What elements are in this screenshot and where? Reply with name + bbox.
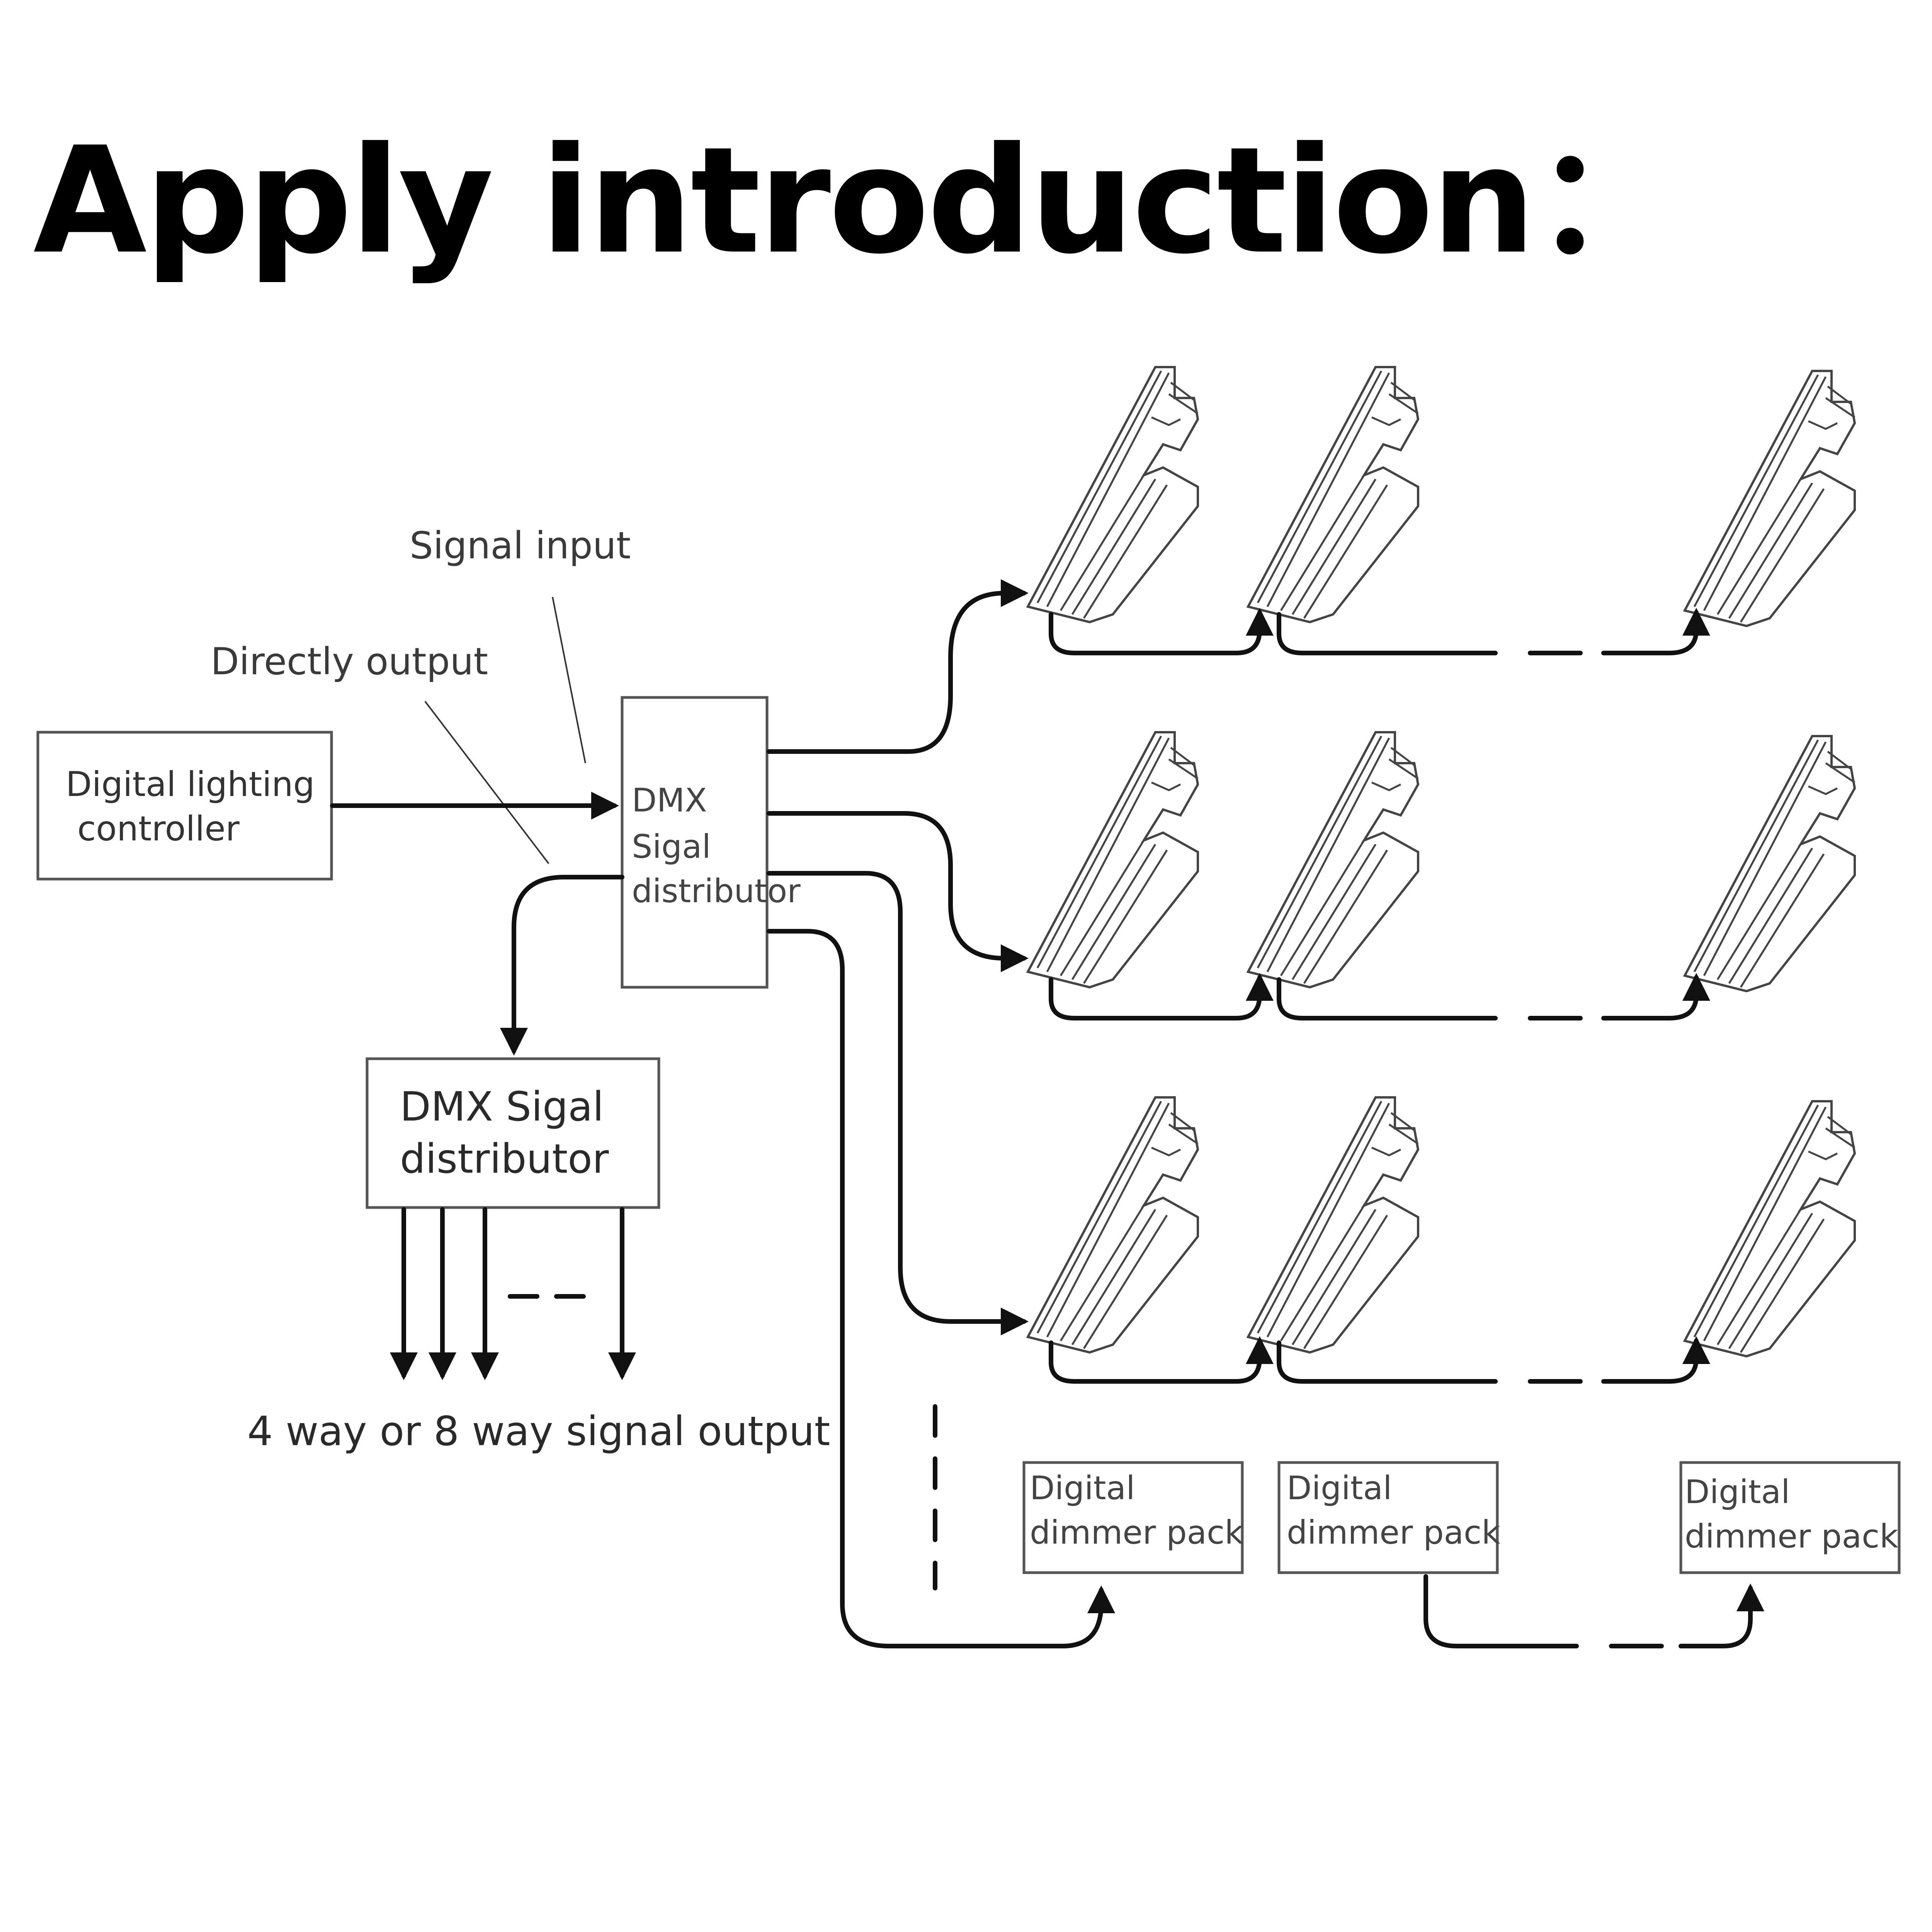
page-title: Apply introduction： — [33, 115, 1680, 286]
fixture-row-1 — [1028, 367, 1855, 655]
dimmer-feed-wire — [767, 929, 1115, 1648]
fixture-icon — [1028, 1097, 1198, 1352]
digital-lighting-controller: Digital lighting controller — [36, 731, 333, 881]
signal-input-leader — [552, 597, 586, 764]
secondary-dmx-distributor: DMX Sigal distributor — [366, 1057, 660, 1209]
directly-output-label: Directly output — [211, 640, 488, 683]
fixture-row-2 — [1028, 732, 1855, 1020]
dimmer-pack-label-line2: dimmer pack — [1287, 1514, 1500, 1551]
fixture-icon — [1248, 1097, 1418, 1352]
directly-output-leader — [424, 701, 549, 864]
dimmer-pack-label-line2: dimmer pack — [1030, 1514, 1243, 1551]
dimmer-pack-label-line1: Digital — [1287, 1469, 1392, 1507]
signal-output-label: 4 way or 8 way signal output — [247, 1408, 830, 1455]
controller-label-line1: Digital lighting — [66, 764, 315, 804]
dimmer-chain-wire — [1423, 1574, 1529, 1648]
row2-feed-wire — [767, 811, 1029, 972]
fixture-icon — [1028, 732, 1198, 987]
fixture-icon — [1685, 1101, 1855, 1356]
main-distributor-line2: Sigal — [632, 828, 711, 866]
main-distributor-line1: DMX — [632, 781, 707, 819]
row3-feed-wire — [767, 871, 1029, 1335]
fixture-icon — [1248, 732, 1418, 987]
signal-output-arrows — [390, 1207, 636, 1380]
dimmer-pack-label-line1: Digital — [1685, 1473, 1790, 1511]
dimmer-pack-3: Digital dimmer pack — [1679, 1461, 1901, 1574]
dimmer-pack-1: Digital dimmer pack — [1022, 1461, 1244, 1574]
fixture-icon — [1685, 371, 1855, 626]
sub-distributor-line2: distributor — [400, 1135, 609, 1182]
fixture-icon — [1248, 367, 1418, 622]
dimmer-pack-label-line2: dimmer pack — [1685, 1517, 1898, 1555]
sub-distributor-line1: DMX Sigal — [400, 1083, 604, 1130]
dimmer-pack-2: Digital dimmer pack — [1277, 1461, 1500, 1574]
fixture-icon — [1028, 367, 1198, 622]
main-distributor-line3: distributor — [632, 872, 801, 910]
distributor-to-secondary-wire — [500, 875, 624, 1056]
main-dmx-distributor: DMX Sigal distributor — [621, 696, 801, 989]
dimmer-pack-label-line1: Digital — [1030, 1469, 1135, 1507]
signal-input-label: Signal input — [410, 524, 631, 567]
fixture-icon — [1685, 736, 1855, 991]
fixture-row-3 — [1028, 1097, 1855, 1384]
controller-label-line2: controller — [77, 809, 240, 849]
row1-feed-wire — [767, 579, 1029, 754]
